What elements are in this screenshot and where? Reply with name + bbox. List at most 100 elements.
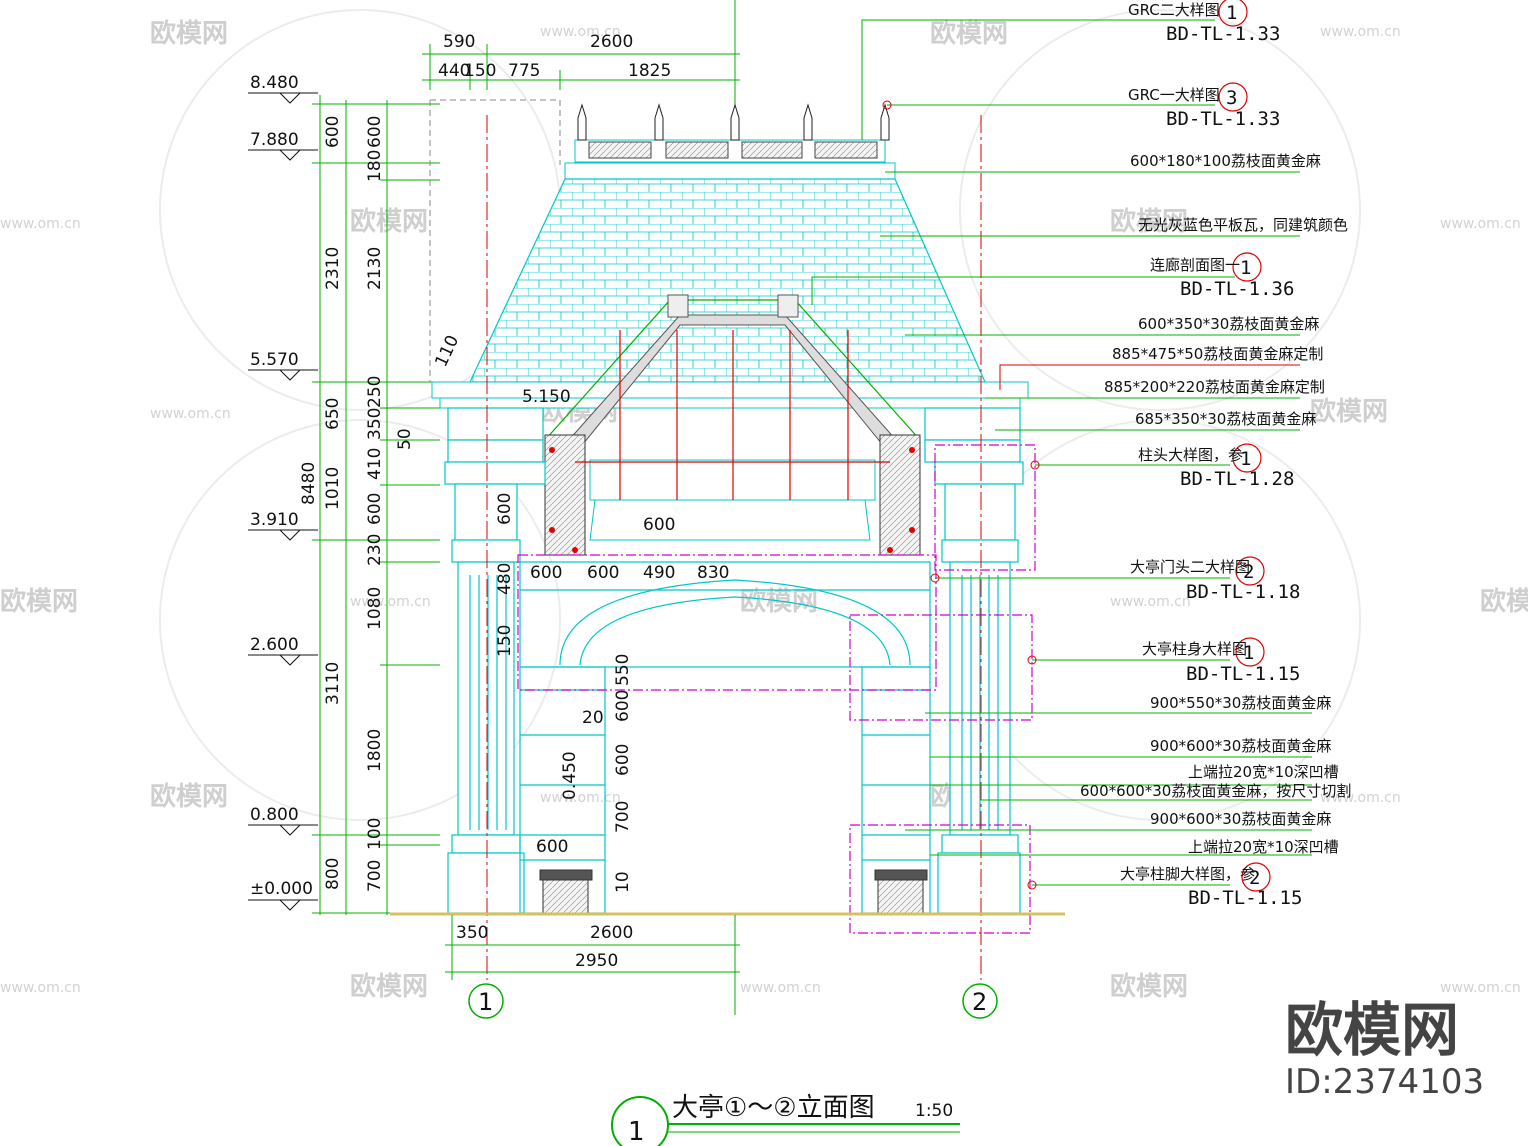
dim-text: 1010 — [323, 467, 343, 510]
dim-text: 775 — [508, 61, 540, 81]
dim-text: 600 — [365, 116, 385, 148]
drawing-title: 大亭①～②立面图 — [672, 1093, 875, 1123]
dimension-bottom: 350 2600 2950 — [456, 923, 633, 971]
column-left — [444, 407, 546, 914]
callout-text: 上端拉20宽*10深凹槽 — [1188, 763, 1339, 781]
dim-text: 700 — [613, 801, 633, 833]
callout-ref-code: BD-TL-1.36 — [1180, 278, 1294, 300]
arch-wall — [519, 561, 931, 914]
dim-text: 10 — [613, 871, 633, 893]
dim-text: 600 — [613, 744, 633, 776]
drawing-scale: 1:50 — [915, 1101, 953, 1121]
roof-finials — [577, 103, 890, 141]
roof-tiles — [469, 178, 986, 383]
watermark-url: www.om.cn — [1110, 594, 1191, 610]
callout-ref-code: BD-TL-1.15 — [1188, 887, 1302, 909]
dimension-lines-top — [422, 0, 740, 110]
level-label: 5.570 — [250, 350, 299, 370]
dim-text: 600 — [365, 493, 385, 525]
dim-text: 600 — [536, 837, 568, 857]
level-markers — [248, 92, 318, 911]
watermark-logo: 欧模网 — [350, 971, 428, 1002]
dimension-left-outer: 600 2310 650 1010 3110 800 8480 — [299, 116, 343, 890]
callout-ref-num: 1 — [1226, 2, 1237, 24]
dim-text: 180 — [365, 150, 385, 182]
dim-text: 50 — [395, 428, 415, 450]
brand-block: 欧模网 ID:2374103 — [1285, 996, 1484, 1102]
dim-text: 600 — [323, 116, 343, 148]
watermark-url: www.om.cn — [540, 24, 621, 40]
watermark-logo: 欧模网 — [350, 206, 428, 237]
watermark-url: www.om.cn — [1440, 980, 1521, 996]
detail-boxes — [517, 444, 1036, 934]
dim-text: 410 — [365, 448, 385, 480]
watermark-url: www.om.cn — [0, 980, 81, 996]
watermark-logo: 欧模网 — [1110, 206, 1188, 237]
dim-text: 250 — [365, 376, 385, 408]
dim-text: 440 — [438, 61, 470, 81]
dim-text: 600 — [495, 493, 515, 525]
callout-ref-num: 1 — [1240, 257, 1251, 279]
brand-id: ID:2374103 — [1285, 1062, 1484, 1102]
dim-text: 2130 — [365, 247, 385, 290]
drawing-title-block: 1 大亭①～②立面图 1:50 — [611, 1093, 960, 1146]
callout-text: GRC一大样图 — [1128, 86, 1220, 104]
title-index: 1 — [628, 1117, 645, 1146]
callout-text: 无光灰蓝色平板瓦，同建筑颜色 — [1138, 216, 1348, 234]
roof — [431, 103, 1029, 409]
callout-text: 大亭柱身大样图 — [1142, 640, 1247, 658]
axis-lines — [486, 115, 982, 980]
dim-text: 600 — [530, 563, 562, 583]
level-label: ±0.000 — [250, 879, 313, 899]
axis-bubbles: 1 2 — [468, 983, 998, 1019]
callout-text: 上端拉20宽*10深凹槽 — [1188, 838, 1339, 856]
level-label: 7.880 — [250, 130, 299, 150]
watermark-logo: 欧模网 — [1480, 586, 1528, 617]
dim-text: 700 — [365, 860, 385, 892]
level-labels: 8.480 7.880 5.570 3.910 2.600 0.800 ±0.0… — [250, 73, 313, 899]
callout-text: 柱头大样图，参 — [1138, 446, 1243, 464]
callout-ref-code: BD-TL-1.33 — [1166, 23, 1280, 45]
dim-text: 150 — [464, 61, 496, 81]
callout-text: 600*350*30荔枝面黄金麻 — [1138, 315, 1319, 333]
column-bases — [539, 869, 928, 916]
dim-text: 2600 — [590, 923, 633, 943]
dim-text: 490 — [643, 563, 675, 583]
roof-section — [544, 294, 921, 556]
callout-ref-num: 2 — [1243, 561, 1254, 583]
dim-text: 3110 — [323, 662, 343, 705]
dim-text: 800 — [323, 858, 343, 890]
watermark-logo: 欧模网 — [1310, 396, 1388, 427]
watermark-url: www.om.cn — [1320, 24, 1401, 40]
dim-text: 350 — [456, 923, 488, 943]
watermark-logo: 欧模网 — [150, 781, 228, 812]
callout-ref-code: BD-TL-1.15 — [1186, 663, 1300, 685]
dim-text: 8480 — [299, 462, 319, 505]
callout-text: 大亭柱脚大样图，参 — [1120, 865, 1255, 883]
callout-text: 连廊剖面图一 — [1150, 256, 1240, 274]
level-label: 3.910 — [250, 510, 299, 530]
callout-ref-code: BD-TL-1.33 — [1166, 108, 1280, 130]
dim-text: 600 — [613, 690, 633, 722]
leader-lines — [811, 19, 1312, 886]
dimension-top: 590 2600 440 150 775 1825 — [438, 32, 671, 81]
dimension-misc: 50 110 5.150 600 600 600 600 490 830 480… — [395, 332, 729, 893]
callout-text: 685*350*30荔枝面黄金麻 — [1135, 410, 1316, 428]
callout-text: 600*180*100荔枝面黄金麻 — [1130, 152, 1321, 170]
watermark-logo: 欧模网 — [1110, 971, 1188, 1002]
dim-text: 1825 — [628, 61, 671, 81]
column-right — [924, 407, 1024, 914]
watermark-url: www.om.cn — [740, 980, 821, 996]
watermark-url: www.om.cn — [150, 406, 231, 422]
axis-label: 2 — [972, 988, 987, 1016]
dim-text: 600 — [643, 515, 675, 535]
dim-text: 2310 — [323, 247, 343, 290]
dimension-lines-bottom — [445, 915, 740, 1015]
dim-text: 2950 — [575, 951, 618, 971]
level-label: 0.800 — [250, 805, 299, 825]
callout-ref-code: BD-TL-1.28 — [1180, 468, 1294, 490]
watermark-logo: 欧模网 — [740, 586, 818, 617]
callouts: GRC二大样图 1 BD-TL-1.33 GRC一大样图 3 BD-TL-1.3… — [1080, 1, 1351, 909]
dim-text: 5.150 — [522, 387, 571, 407]
